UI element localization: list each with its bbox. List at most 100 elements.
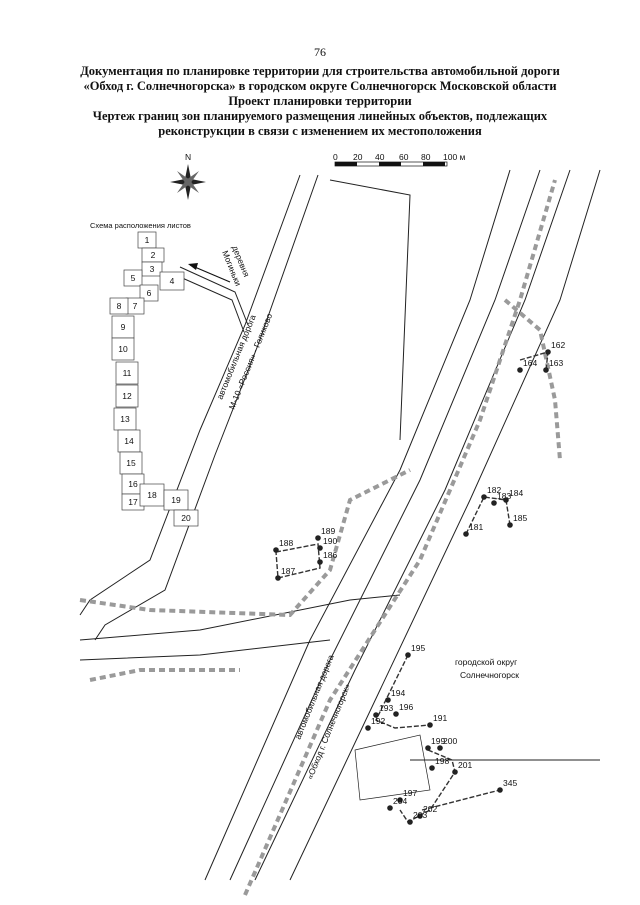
district-label: городской округ Солнечногорск <box>455 657 519 680</box>
point-marker <box>273 547 279 553</box>
scale-tick: 60 <box>399 152 409 162</box>
point-marker <box>429 765 435 771</box>
sheet-number: 5 <box>131 273 136 283</box>
point-marker <box>365 725 371 731</box>
point-marker <box>425 745 431 751</box>
arrowhead-icon <box>188 263 198 270</box>
svg-text:городской округ: городской округ <box>455 657 517 667</box>
sheet-number: 19 <box>171 495 181 505</box>
point-marker <box>517 367 523 373</box>
sheet-number: 4 <box>170 276 175 286</box>
point-label: 184 <box>509 488 523 498</box>
point-marker <box>463 531 469 537</box>
point-marker <box>317 545 323 551</box>
point-label: 195 <box>411 643 425 653</box>
point-label: 186 <box>323 550 337 560</box>
sheet-number: 8 <box>117 301 122 311</box>
point-label: 197 <box>403 788 417 798</box>
sheet-number: 16 <box>128 479 138 489</box>
point-label: 204 <box>393 796 407 806</box>
point-marker <box>317 559 323 565</box>
point-marker <box>503 497 509 503</box>
sheet-number: 18 <box>147 490 157 500</box>
point-label: 192 <box>371 716 385 726</box>
point-marker <box>427 722 433 728</box>
point-label: 182 <box>487 485 501 495</box>
point-label: 199 <box>431 736 445 746</box>
point-label: 196 <box>399 702 413 712</box>
title-line: реконструкции в связи с изменением их ме… <box>158 124 482 138</box>
scale-tick: 100 м <box>443 152 466 162</box>
sheet-number: 20 <box>181 513 191 523</box>
zone-boundaries <box>79 179 562 896</box>
scale-tick: 20 <box>353 152 363 162</box>
sheet-number: 14 <box>124 436 134 446</box>
point-marker <box>417 813 423 819</box>
point-label: 345 <box>503 778 517 788</box>
sheet-number: 3 <box>150 264 155 274</box>
sheet-number: 6 <box>147 288 152 298</box>
point-label: 187 <box>281 566 295 576</box>
point-label: 191 <box>433 713 447 723</box>
sheet-box <box>123 269 143 287</box>
sheet-box <box>159 271 185 291</box>
sheet-number: 7 <box>133 301 138 311</box>
point-label: 194 <box>391 688 405 698</box>
point-marker <box>437 745 443 751</box>
point-marker <box>315 535 321 541</box>
point-label: 183 <box>497 491 511 501</box>
scale-bar: 0 20 40 60 80 100 м <box>333 152 466 167</box>
sheet-number: 15 <box>126 458 136 468</box>
point-marker <box>407 819 413 825</box>
sheet-number: 11 <box>123 368 132 378</box>
sheet-number: 12 <box>122 391 132 401</box>
sheet-box <box>139 284 159 302</box>
point-label: 198 <box>435 756 449 766</box>
point-marker <box>545 349 551 355</box>
sheet-number: 17 <box>128 497 138 507</box>
point-label: 185 <box>513 513 527 523</box>
point-label: 189 <box>321 526 335 536</box>
document-title: Документация по планировке территории дл… <box>40 64 600 139</box>
sheet-number: 10 <box>118 344 128 354</box>
sheet-box <box>109 297 129 315</box>
village-label: деревня Могиньки <box>188 244 252 288</box>
title-line: Чертеж границ зон планируемого размещени… <box>92 109 548 123</box>
sheet-box <box>141 261 163 277</box>
point-label: 203 <box>413 810 427 820</box>
point-marker <box>452 769 458 775</box>
point-label: 164 <box>523 358 537 368</box>
sheet-layout-scheme: Схема расположения листов 12345678910111… <box>90 221 199 527</box>
point-marker <box>387 805 393 811</box>
sheet-number: 9 <box>121 322 126 332</box>
north-label: N <box>185 152 191 162</box>
page-number: 76 <box>314 45 326 59</box>
point-marker <box>397 797 403 803</box>
boundary-points: 1621631641811821831841851861871881891901… <box>273 340 565 825</box>
point-marker <box>497 787 503 793</box>
point-label: 202 <box>423 804 437 814</box>
point-marker <box>393 711 399 717</box>
point-label: 163 <box>549 358 563 368</box>
compass-rose-icon: N <box>170 152 206 200</box>
point-label: 193 <box>379 703 393 713</box>
road-m10-label: автомобильная дорога М-10 «Россия» - Гол… <box>215 312 275 411</box>
sheet-number: 2 <box>151 250 156 260</box>
scale-tick: 80 <box>421 152 431 162</box>
point-marker <box>481 494 487 500</box>
sheet-number: 1 <box>145 235 150 245</box>
sheet-number: 13 <box>120 414 130 424</box>
point-marker <box>275 575 281 581</box>
sheet-box <box>173 509 199 527</box>
title-line: «Обход г. Солнечногорска» в городском ок… <box>83 79 557 93</box>
point-label: 181 <box>469 522 483 532</box>
point-marker <box>507 522 513 528</box>
point-label: 201 <box>458 760 472 770</box>
scale-tick: 0 <box>333 152 338 162</box>
point-label: 190 <box>323 536 337 546</box>
point-marker <box>373 712 379 718</box>
scheme-title: Схема расположения листов <box>90 221 191 230</box>
sheet-box <box>111 337 135 361</box>
point-marker <box>405 652 411 658</box>
